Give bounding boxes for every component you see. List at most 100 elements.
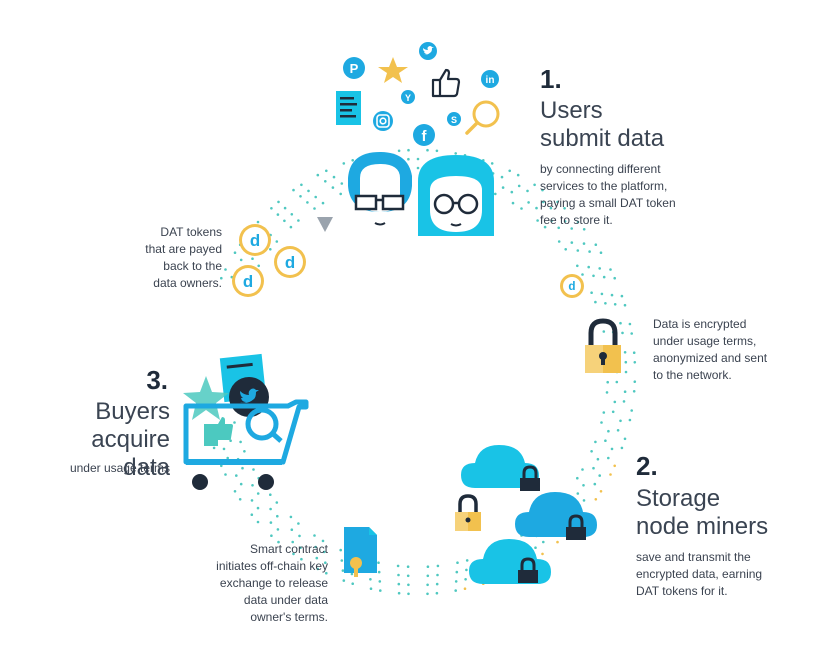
path-dot	[306, 201, 309, 204]
path-dot	[275, 240, 279, 243]
path-dot	[426, 565, 430, 568]
path-dot	[256, 520, 260, 524]
path-dot	[624, 370, 628, 374]
path-dot	[436, 564, 440, 568]
path-dot	[397, 149, 401, 153]
path-dot	[212, 446, 216, 450]
path-dot	[436, 573, 439, 577]
path-dot	[463, 587, 467, 590]
path-dot	[611, 410, 615, 414]
path-dot	[315, 556, 319, 560]
smart-contract-line: data under data	[243, 593, 328, 607]
token-icon: d	[239, 224, 271, 256]
token-icon: d	[560, 274, 584, 298]
path-dot	[291, 540, 295, 544]
path-dot	[593, 482, 597, 486]
path-dot	[609, 473, 612, 476]
step2-heading-line2: node miners	[636, 513, 769, 540]
path-dot	[623, 303, 627, 307]
path-dot	[517, 184, 521, 188]
path-dot	[604, 439, 607, 443]
path-dot	[252, 468, 255, 471]
path-dot	[426, 148, 429, 152]
path-dot	[316, 567, 320, 571]
path-dot	[582, 228, 586, 231]
path-dot	[587, 265, 590, 269]
path-dot	[257, 264, 261, 268]
path-dot	[610, 293, 614, 297]
path-dot	[269, 493, 272, 497]
path-dot	[351, 159, 355, 162]
step2-heading-line1: Storage	[636, 485, 721, 512]
path-dot	[541, 552, 544, 556]
path-dot	[613, 400, 617, 404]
path-dot	[276, 514, 279, 518]
path-dot	[536, 219, 539, 222]
path-dot	[557, 240, 561, 243]
path-dot	[406, 574, 410, 578]
tokens-back-line: data owners.	[153, 276, 222, 290]
encrypted-line: to the network.	[653, 368, 732, 382]
path-dot	[632, 351, 636, 355]
path-dot	[570, 241, 574, 244]
tokens-back-line: back to the	[163, 259, 222, 273]
path-dot	[435, 582, 439, 586]
path-dot	[613, 303, 617, 306]
linkedin-icon: in	[481, 70, 499, 88]
path-dot	[534, 546, 537, 549]
padlock-icon	[566, 514, 586, 540]
step3-description-line: under usage terms	[69, 461, 170, 475]
path-dot	[564, 248, 567, 251]
shopping-cart-icon	[183, 353, 309, 490]
step2-heading: Storage node miners	[636, 485, 768, 541]
path-dot	[570, 227, 573, 230]
step2-number: 2.	[636, 451, 658, 481]
path-dot	[600, 421, 603, 424]
path-dot	[340, 182, 344, 185]
step3-number: 3.	[146, 365, 168, 395]
path-dot	[324, 180, 327, 183]
svg-text:S: S	[451, 115, 457, 125]
path-dot	[543, 225, 547, 229]
path-dot	[556, 200, 559, 204]
path-dot	[610, 447, 614, 451]
path-dot	[238, 498, 242, 501]
path-dot	[602, 330, 606, 333]
path-dot	[416, 166, 420, 170]
step1-number: 1.	[540, 64, 562, 94]
path-dot	[622, 400, 626, 403]
path-dot	[602, 411, 606, 414]
token-icon: d	[274, 246, 306, 278]
path-dot	[563, 207, 566, 210]
path-dot	[542, 540, 545, 544]
path-dot	[550, 219, 553, 223]
encrypted-line: Data is encrypted	[653, 317, 747, 331]
path-dot	[609, 268, 612, 271]
path-dot	[454, 589, 458, 592]
path-dot	[594, 440, 597, 444]
path-dot	[325, 169, 328, 173]
path-dot	[378, 580, 382, 583]
path-dot	[290, 528, 294, 531]
path-dot	[516, 173, 520, 177]
padlock-icon	[585, 318, 621, 373]
path-dot	[607, 456, 610, 460]
path-dot	[620, 446, 624, 450]
star-icon	[378, 57, 408, 83]
smart-contract-note: Smart contract initiates off-chain key e…	[170, 541, 328, 626]
path-dot	[322, 550, 326, 554]
path-dot	[251, 257, 254, 261]
smart-contract-line: Smart contract	[249, 542, 328, 556]
path-dot	[299, 195, 302, 198]
instagram-icon	[373, 111, 393, 131]
path-dot	[465, 559, 469, 562]
path-dot	[621, 331, 624, 335]
path-dot	[576, 264, 579, 268]
path-dot	[598, 474, 601, 477]
path-dot	[605, 391, 609, 394]
smart-contract-line: exchange to release	[219, 576, 328, 590]
padlock-icon	[455, 494, 481, 531]
path-dot	[222, 447, 226, 451]
path-dot	[239, 258, 243, 262]
step3-heading-line2: acquire data	[91, 426, 170, 481]
